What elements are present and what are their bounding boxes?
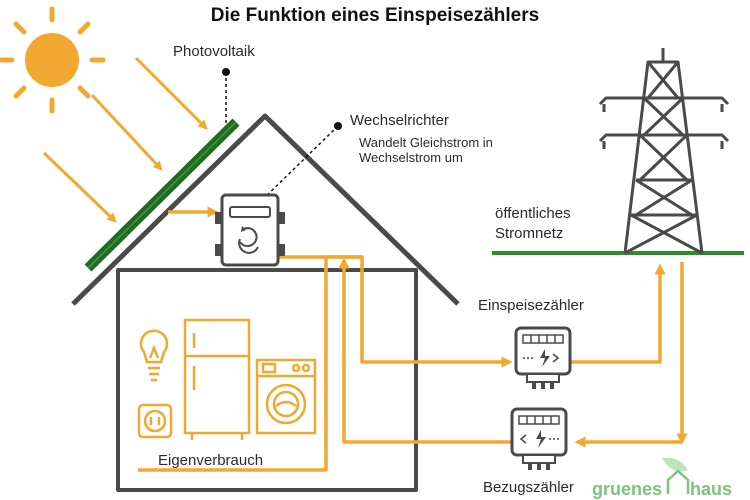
lightbulb-icon [139,329,169,382]
label-wechselrichter-desc-2: Wechselstrom um [359,150,463,165]
power-pylon-icon [598,48,730,255]
logo-text-part2: haus [690,479,732,499]
leaf-icon [662,457,688,472]
label-eigenverbrauch: Eigenverbrauch [158,452,263,469]
logo-text-part1: gruenes [592,479,662,499]
sun-ray-arrow [134,56,208,130]
brand-logo: gruenes haus [592,457,732,499]
consumption-meter-icon [510,407,568,470]
fridge-icon [183,318,251,440]
sun-ray-arrows [42,56,208,223]
sun-ray-arrow [90,93,163,171]
label-photovoltaik: Photovoltaik [173,43,255,60]
label-einspeisezaehler: Einspeisezähler [478,297,584,314]
label-wechselrichter-desc-1: Wandelt Gleichstrom in [359,135,493,150]
sun-ray-arrow [42,151,117,223]
label-bezugszaehler: Bezugszähler [483,479,574,496]
house-outline [71,113,460,492]
power-outlet-icon [137,403,173,439]
washing-machine-icon [255,358,317,435]
flow-lines [138,206,688,472]
label-wechselrichter: Wechselrichter [350,112,449,129]
inverter-icon [215,193,285,267]
callout-dot [222,68,230,76]
house-logo-icon [666,469,690,494]
label-netz-1: öffentliches [495,205,571,222]
sun-icon [0,6,106,114]
page-title: Die Funktion eines Einspeisezählers [211,5,539,26]
callout-dot [334,122,342,130]
label-netz-2: Stromnetz [495,225,563,242]
feed-in-meter-icon [514,326,572,389]
callout-lines [225,72,339,205]
solar-panel [84,118,240,272]
